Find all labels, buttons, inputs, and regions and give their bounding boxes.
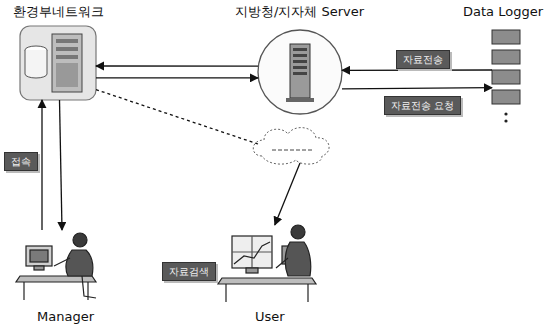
connector-arrow — [96, 66, 258, 67]
connector-segment — [41, 100, 42, 230]
user-node: User — [215, 222, 325, 326]
node-heading: Manager — [37, 309, 94, 325]
connector-segment — [342, 88, 492, 89]
user-figure — [218, 225, 316, 302]
connector-arrow — [342, 88, 492, 89]
data-logger-stack — [492, 30, 520, 104]
connector-segment — [96, 65, 258, 66]
manager-figure — [16, 233, 96, 300]
connector-arrow — [342, 70, 492, 71]
edge-label-tag: 자료전송 요청 — [384, 96, 461, 115]
connector-segment — [60, 100, 63, 230]
network-node: 환경부네트워크 — [8, 4, 108, 108]
node-heading: 환경부네트워크 — [13, 4, 104, 20]
shape-area — [222, 225, 318, 302]
edge-label-tag: 접속 — [4, 152, 38, 171]
edge-label-tag: 자료검색 — [162, 262, 216, 281]
connector-segment — [342, 69, 492, 71]
manager-node: Manager — [15, 226, 115, 326]
connector-segment — [275, 163, 300, 225]
connector-arrow — [96, 90, 300, 225]
shape-area — [492, 30, 520, 104]
shape-area — [20, 230, 100, 300]
connector-arrow — [60, 100, 63, 230]
connector-arrow — [96, 77, 258, 78]
connector-segment — [96, 90, 258, 144]
shape-area — [258, 30, 342, 114]
node-heading: 지방청/지자체 Server — [235, 4, 364, 20]
regional-server-icon — [258, 30, 342, 114]
logger-node: Data Logger — [461, 4, 545, 130]
node-heading: Data Logger — [463, 4, 543, 20]
internet-cloud — [253, 128, 329, 164]
cloud-line — [272, 150, 312, 151]
network-server-icon — [20, 26, 96, 100]
connector-segment — [96, 77, 258, 78]
server-node: 지방청/지자체 Server — [228, 4, 372, 120]
node-heading: User — [255, 309, 285, 325]
shape-area — [20, 26, 96, 100]
edge-label-tag: 자료전송 — [396, 50, 450, 69]
connector-arrow — [42, 100, 43, 230]
continuation-dots — [504, 112, 507, 122]
